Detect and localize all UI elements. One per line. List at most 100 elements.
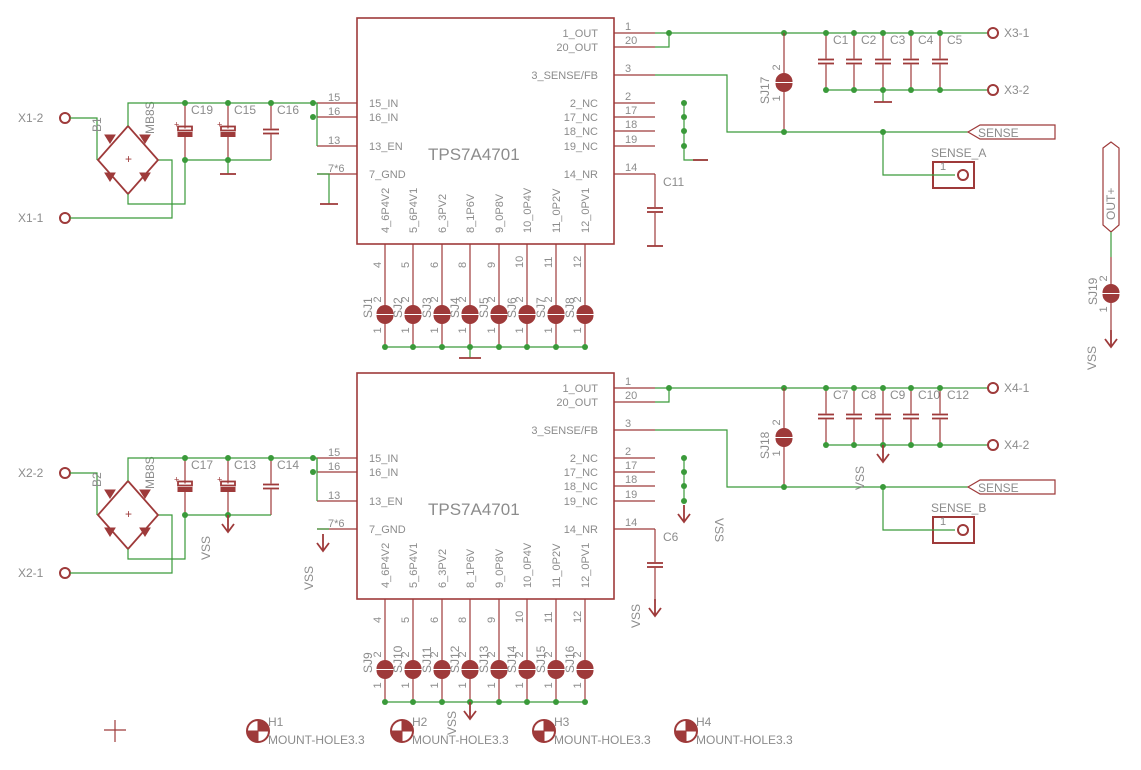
ic-pin-label: 13_EN [369, 141, 403, 153]
output-terminal-neg[interactable] [987, 84, 999, 96]
pin-number: 15 [328, 92, 340, 104]
nr-capacitor-label: C6 [663, 530, 679, 544]
input-capacitor-label: C17 [191, 458, 213, 472]
pin-number: 1 [514, 327, 526, 333]
mount-hole-ref: H2 [412, 715, 428, 729]
input-terminal-neg[interactable] [59, 567, 71, 579]
nr-capacitor: C11 [647, 174, 684, 246]
input-capacitor-label: C19 [191, 103, 213, 117]
input-capacitor: +C15 [217, 103, 256, 160]
vss-arrow-icon [463, 702, 477, 721]
junction-dot [823, 30, 829, 36]
ic-pin-label: 16_IN [369, 112, 398, 124]
ic-tps7a4701: TPS7A470115_IN1516_IN1613_EN137_GND7*61_… [317, 17, 655, 282]
ic-pin-label: 6_3PV2 [437, 549, 449, 588]
junction-dot [225, 455, 231, 461]
mount-hole-value: MOUNT-HOLE3.3 [412, 733, 509, 747]
sense-connector-label: SENSE_A [931, 146, 986, 160]
input-terminal-neg[interactable] [59, 212, 71, 224]
vss-label: VSS [853, 466, 867, 490]
output-terminal-neg[interactable] [987, 439, 999, 451]
pin-number: 2 [372, 651, 384, 657]
output-capacitor-label: C3 [890, 33, 906, 47]
pin-number: 2 [543, 296, 555, 302]
pin-number: 11 [543, 612, 555, 623]
pin-number: 1 [400, 682, 412, 688]
mount-holes: H1MOUNT-HOLE3.3H2MOUNT-HOLE3.3H3MOUNT-HO… [246, 715, 793, 747]
pin-number: 1 [572, 682, 584, 688]
bridge-value: MB8S [143, 101, 157, 134]
pin-number: 8 [457, 617, 469, 623]
pin-number: 12 [572, 256, 584, 268]
pin-number: 1 [486, 682, 498, 688]
sense-connector-pin[interactable] [957, 524, 969, 536]
sense-net-label: SENSE [978, 126, 1019, 140]
junction-dot [908, 30, 914, 36]
sense-connector-label: SENSE_B [931, 501, 986, 515]
input-terminal-pos[interactable] [59, 112, 71, 124]
sj19-solder-jumper-label: SJ19 [1086, 277, 1100, 305]
pin-number: 1 [771, 450, 783, 456]
junction-dot [182, 512, 188, 518]
svg-text:+: + [217, 475, 222, 485]
junction-dot [880, 385, 886, 391]
junction-dot [310, 455, 316, 461]
vss-arrow-icon [221, 515, 235, 534]
ic-pin-label: 4_6P4V2 [380, 188, 392, 233]
ic-pin-label: 12_0PV1 [580, 188, 592, 233]
pin-number: 1 [625, 376, 631, 388]
output-capacitor-label: C4 [918, 33, 934, 47]
input-capacitor: +C13 [217, 458, 256, 515]
junction-dot [937, 30, 943, 36]
pin-number: 6 [429, 617, 441, 623]
pin-number: 15 [328, 447, 340, 459]
pin-number: 1 [429, 682, 441, 688]
vss-label: VSS [1085, 346, 1099, 370]
pin-number: 11 [543, 257, 555, 268]
vss-arrow-icon [316, 534, 330, 553]
ic-pin-label: 1_OUT [563, 28, 599, 40]
pin-number: 2 [429, 651, 441, 657]
vss-label: VSS [302, 566, 316, 590]
output-terminal-pos[interactable] [987, 382, 999, 394]
solder-jumper-label: SJ9 [361, 652, 375, 673]
mount-hole-value: MOUNT-HOLE3.3 [696, 733, 793, 747]
out-plus-label: OUT+ [1104, 188, 1118, 220]
nr-capacitor: C6 [647, 529, 679, 601]
pin-number: 2 [514, 651, 526, 657]
input-capacitor-label: C15 [234, 103, 256, 117]
pin-number: 13 [328, 490, 340, 502]
junction-dot [268, 100, 274, 106]
pin-number: 7*6 [328, 518, 345, 530]
nr-capacitor-label: C11 [663, 175, 684, 189]
output-terminal-pos[interactable] [987, 27, 999, 39]
input-capacitor: +C19 [174, 103, 213, 160]
ic-pin-label: 11_0P2V [551, 543, 563, 588]
output-capacitor-label: C7 [833, 388, 849, 402]
ic-pin-label: 12_0PV1 [580, 543, 592, 588]
sense-connector-pin[interactable] [957, 169, 969, 181]
pin-number: 2 [486, 296, 498, 302]
vss-label: VSS [445, 711, 459, 735]
input-terminal-pos-label: X2-2 [18, 466, 44, 480]
ic-pin-label: 8_1P6V [465, 193, 477, 233]
pin-number: 6 [429, 262, 441, 268]
vss-label: VSS [199, 536, 213, 560]
pin-number: 2 [429, 296, 441, 302]
output-capacitor: C4 [903, 33, 934, 90]
pin-number: 1 [486, 327, 498, 333]
ic-pin-label: 4_6P4V2 [380, 543, 392, 588]
pin-number: 2 [372, 296, 384, 302]
output-terminal-pos-label: X4-1 [1004, 381, 1030, 395]
input-terminal-pos[interactable] [59, 467, 71, 479]
pin-number: 18 [625, 119, 637, 131]
